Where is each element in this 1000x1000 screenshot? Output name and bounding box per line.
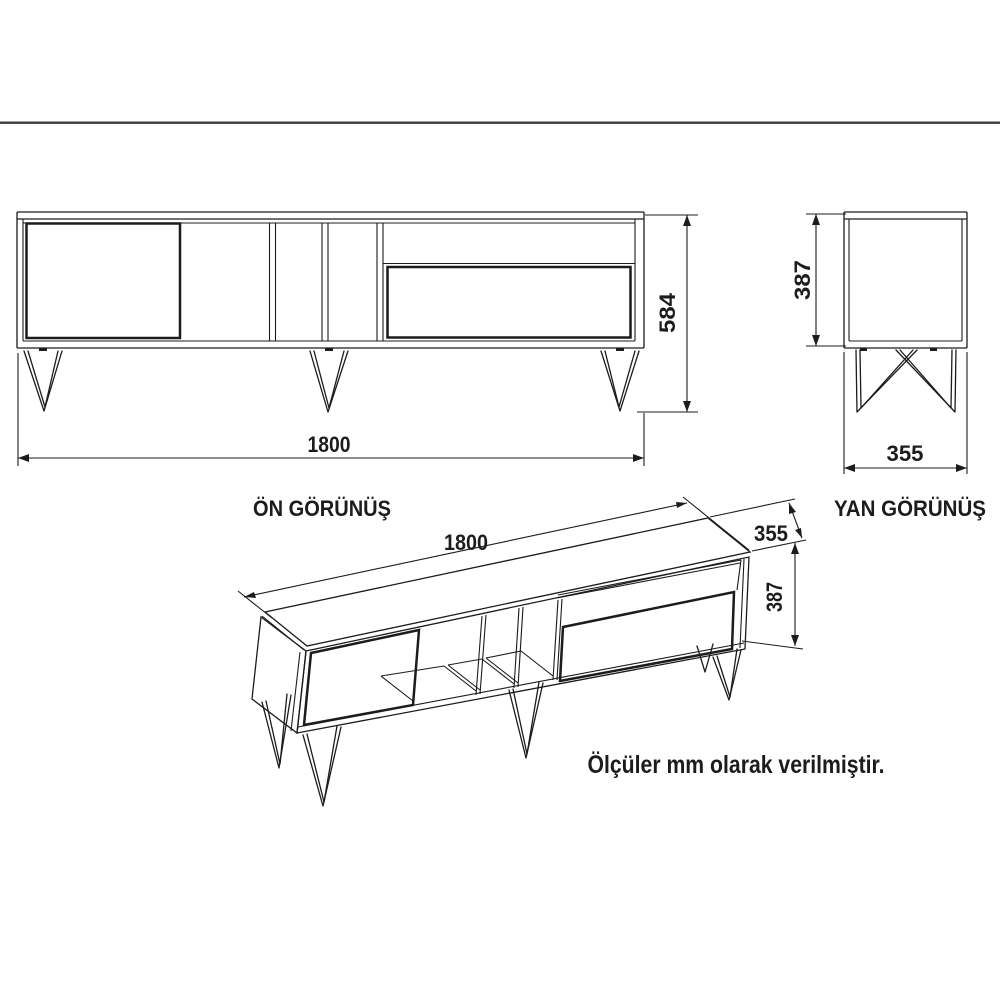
perspective-width-dimension: 1800 <box>237 496 750 619</box>
front-cabinet-outline <box>16 211 645 349</box>
front-view: 584 1800 ÖN GÖRÜNÜŞ <box>16 211 698 521</box>
hairpin-leg <box>302 726 342 807</box>
front-height-dimension: 584 <box>637 214 698 413</box>
side-body-height-value: 387 <box>790 260 815 300</box>
perspective-view: 1800 355 387 <box>237 496 807 807</box>
perspective-legs <box>261 643 742 807</box>
hairpin-leg <box>696 643 714 673</box>
side-view-label: YAN GÖRÜNÜŞ <box>834 496 986 521</box>
perspective-depth-value: 355 <box>754 521 788 546</box>
page-separator-line <box>0 121 1000 124</box>
side-depth-value: 355 <box>887 441 924 466</box>
perspective-door-panel <box>302 628 421 727</box>
perspective-width-value: 1800 <box>444 530 488 555</box>
perspective-height-dimension: 387 <box>741 543 804 650</box>
front-width-value: 1800 <box>308 432 351 457</box>
hairpin-leg <box>23 350 63 412</box>
hairpin-leg <box>309 350 349 413</box>
hairpin-leg <box>712 649 742 701</box>
side-cabinet-outline <box>843 211 968 349</box>
hairpin-leg <box>261 694 292 769</box>
perspective-cabinet <box>251 517 752 735</box>
side-height-dimension: 387 <box>790 213 846 347</box>
front-view-label: ÖN GÖRÜNÜŞ <box>253 496 391 521</box>
front-legs <box>23 348 640 413</box>
hairpin-leg <box>508 682 544 759</box>
front-height-value: 584 <box>655 292 680 333</box>
hairpin-leg <box>600 350 640 412</box>
front-width-dimension: 1800 <box>17 353 645 466</box>
units-note: Ölçüler mm olarak verilmiştir. <box>588 750 885 779</box>
hairpin-leg <box>895 349 957 413</box>
front-door-panel <box>25 222 182 340</box>
side-legs <box>855 348 957 413</box>
hairpin-leg <box>855 349 918 413</box>
perspective-body-height-value: 387 <box>762 582 787 612</box>
perspective-drawer-panel <box>558 590 736 683</box>
perspective-depth-dimension: 355 <box>709 498 807 552</box>
front-drawer-panel <box>386 265 632 339</box>
side-view: 387 355 YAN GÖRÜNÜŞ <box>790 211 986 521</box>
side-depth-dimension: 355 <box>843 352 968 474</box>
